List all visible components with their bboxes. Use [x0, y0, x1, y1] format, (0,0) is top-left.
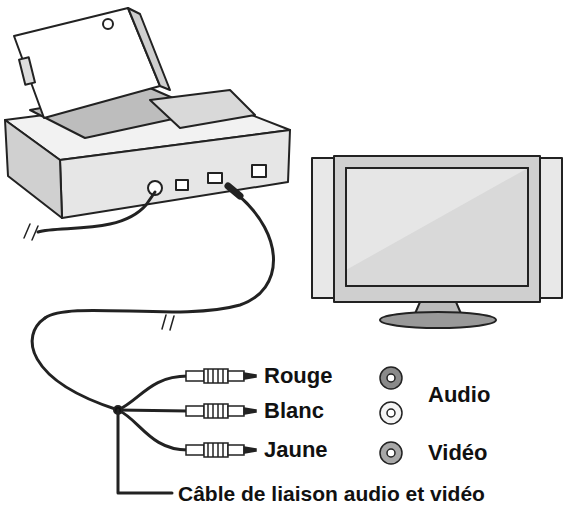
jack-hole [387, 374, 395, 382]
plug-sleeve [228, 371, 244, 381]
av-port [208, 173, 222, 183]
plug-pin [244, 447, 256, 453]
white-lead [118, 410, 188, 411]
usb-port [176, 180, 188, 190]
yellow-jack [380, 442, 402, 464]
cable-name: Câble de liaison audio et vidéo [178, 483, 485, 504]
plug-grip [207, 443, 209, 457]
plug-grip [222, 404, 224, 418]
tv-stand [380, 312, 496, 328]
av-cable [45, 195, 274, 318]
red-lead [118, 376, 188, 410]
av-cable [32, 318, 118, 410]
screen-glare [346, 168, 528, 270]
plug-grip [222, 443, 224, 457]
dock-port [252, 165, 266, 177]
plug-pin [244, 408, 256, 414]
rca-plug [186, 369, 256, 383]
plug-body [204, 369, 228, 383]
plug-body [204, 404, 228, 418]
tv-frame [334, 156, 540, 302]
plug-grip [217, 369, 219, 383]
plug-grip [217, 443, 219, 457]
plug-grip [222, 369, 224, 383]
plug-grip [217, 404, 219, 418]
camera-port [19, 57, 35, 85]
tv-screen-border [346, 168, 528, 286]
plug-body [204, 443, 228, 457]
plug-grip [212, 404, 214, 418]
plug-sleeve [228, 406, 244, 416]
camera-side [128, 8, 170, 90]
tv-screen [346, 168, 528, 286]
tv-speaker [538, 158, 562, 298]
dock-front [60, 130, 290, 218]
cable-break [162, 315, 174, 330]
plug-grip [207, 404, 209, 418]
plug-grip [212, 443, 214, 457]
rca-plug [186, 443, 256, 457]
jack-hole [387, 409, 395, 417]
cable-break [24, 224, 38, 240]
camera-button [103, 19, 113, 29]
white-jack [380, 402, 402, 424]
signal-name: Audio [428, 384, 490, 406]
plug-grip [207, 369, 209, 383]
plug-boot [186, 406, 204, 416]
color-name: Jaune [264, 439, 328, 461]
color-name: Rouge [264, 365, 332, 387]
plug-pin [244, 373, 256, 379]
power-cable [38, 192, 155, 232]
signal-name: Vidéo [428, 442, 488, 464]
jack-hole [387, 449, 395, 457]
plug-grip [212, 369, 214, 383]
yellow-lead [118, 410, 188, 450]
color-name: Blanc [264, 400, 324, 422]
dock-slot [150, 90, 255, 128]
plug-sleeve [228, 445, 244, 455]
rca-plug [186, 404, 256, 418]
plug-boot [186, 445, 204, 455]
tv-speaker [312, 158, 336, 298]
plug-boot [186, 371, 204, 381]
dock-side [5, 120, 62, 218]
red-jack [380, 367, 402, 389]
leader-line [118, 410, 172, 493]
